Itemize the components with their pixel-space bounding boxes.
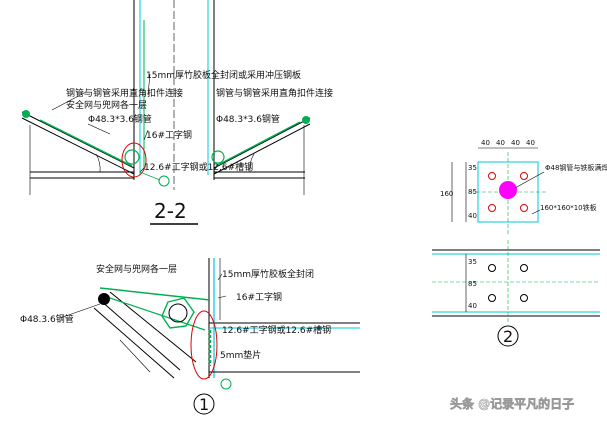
d1-clamp-hex [161, 297, 195, 329]
left-pipe-end [22, 110, 30, 118]
leader-conn-left [51, 91, 87, 111]
d1-label-ibeam16: 16#工字钢 [236, 291, 282, 303]
d2-label-pipe-plate: Φ48钢管与铁板满焊 [545, 163, 607, 172]
left-pipe-node [124, 149, 140, 165]
leader-ibeam16 [143, 129, 149, 141]
label-pipe-right: Φ48.3*3.6钢管 [216, 113, 280, 125]
d1-leader-bamboo [217, 273, 223, 281]
d1-label-net: 安全网与兜网各一层 [96, 263, 177, 275]
right-pipe-end [302, 116, 310, 124]
d2-pipe-weld [499, 181, 517, 199]
d2-lower-bolt-1 [488, 264, 496, 272]
section-title: 2-2 [154, 199, 187, 223]
d2-side-dim-3: 40 [468, 212, 477, 220]
right-angle-arc [249, 153, 255, 173]
d2-bolt-br [520, 204, 528, 212]
d1-label-shim: 5mm垫片 [220, 349, 261, 361]
label-ibeam16: 16#工字钢 [146, 129, 192, 141]
d1-pipe-end [98, 293, 110, 305]
leader-ibeam12 [139, 167, 145, 173]
d1-net-green [99, 287, 211, 301]
right-brace-pipe [213, 117, 311, 169]
d2-top-dim-3: 40 [511, 139, 520, 147]
left-highlight-ellipse [121, 142, 147, 178]
d1-label-pipe: Φ48.3.6钢管 [20, 313, 74, 325]
right-net-green [215, 121, 301, 167]
d1-angle-line [119, 339, 151, 373]
d1-marker-number: 1 [199, 395, 209, 414]
weld-symbol-icon-d1 [220, 378, 232, 390]
d2-top-dim-1: 40 [481, 139, 490, 147]
section-2-2: 15mm厚竹胶板全封闭或采用冲压钢板 钢管与钢管采用直角扣件连接 安全网与兜网各… [21, 0, 333, 225]
label-ibeam12: 12.6#工字钢或12.6#槽钢 [144, 161, 253, 173]
d2-lower-dim-1: 35 [468, 258, 477, 266]
d2-bolt-tr [520, 172, 528, 180]
d2-top-dim-2: 40 [496, 139, 505, 147]
d1-label-ibeam12: 12.6#工字钢或12.6#槽钢 [222, 324, 331, 336]
detail-1: 安全网与兜网各一层 15mm厚竹胶板全封闭 16#工字钢 Φ48.3.6钢管 1… [20, 258, 360, 415]
d1-brace-1 [99, 299, 181, 371]
label-conn-right: 钢管与钢管采用直角扣件连接 [216, 87, 333, 99]
label-bamboo-board: 15mm厚竹胶板全封闭或采用冲压钢板 [146, 69, 301, 81]
leader-bamboo [147, 73, 151, 96]
d2-top-dim-4: 40 [526, 139, 535, 147]
leader-pipe-left [87, 123, 111, 135]
d2-leader-plate [531, 209, 541, 215]
d2-lower-dim-3: 40 [468, 302, 477, 310]
d1-label-bamboo: 15mm厚竹胶板全封闭 [222, 268, 314, 280]
left-brace-pipe-2 [21, 117, 135, 175]
label-net-left: 安全网与兜网各一层 [66, 99, 147, 111]
watermark-text: 头条 @记录平凡的日子 [450, 396, 574, 411]
d2-label-plate: 160*160*10铁板 [540, 203, 597, 212]
detail-2: 40 40 40 40 35 85 40 160 Φ48钢管与铁板满焊 160*… [432, 139, 607, 347]
d1-brace-2 [93, 307, 175, 379]
d1-marker-circle [193, 393, 215, 415]
right-brace-pipe-2 [213, 123, 311, 175]
left-brace-pipe [21, 111, 135, 169]
d1-leader-ibeam16 [217, 295, 227, 299]
d2-bolt-tl [488, 172, 496, 180]
d2-overall-dim: 160 [440, 190, 453, 198]
d1-green-brace [103, 295, 206, 331]
d1-leader-pipe [59, 303, 101, 319]
d1-brace-3 [109, 291, 197, 363]
left-net-green [39, 119, 133, 167]
d2-lower-dim-2: 85 [468, 280, 477, 288]
d1-highlight-ellipse [190, 310, 218, 380]
label-conn-left: 钢管与钢管采用直角扣件连接 [66, 87, 183, 99]
d1-pipe-section [168, 303, 188, 323]
weld-symbol-leader [139, 171, 161, 181]
d2-marker-circle [497, 325, 519, 347]
d2-side-dim-2: 85 [468, 188, 477, 196]
d2-lower-bolt-3 [488, 294, 496, 302]
d2-side-dim-1: 35 [468, 164, 477, 172]
right-pipe-node [211, 150, 225, 164]
weld-symbol-icon [158, 175, 170, 187]
d2-lower-bolt-4 [520, 294, 528, 302]
label-pipe-left: Φ48.3*3.6钢管 [88, 113, 152, 125]
d2-leader-pipe [514, 171, 545, 189]
d2-bolt-bl [488, 204, 496, 212]
left-angle-arc [95, 153, 101, 173]
d2-marker-number: 2 [503, 327, 513, 346]
d2-lower-bolt-2 [520, 264, 528, 272]
